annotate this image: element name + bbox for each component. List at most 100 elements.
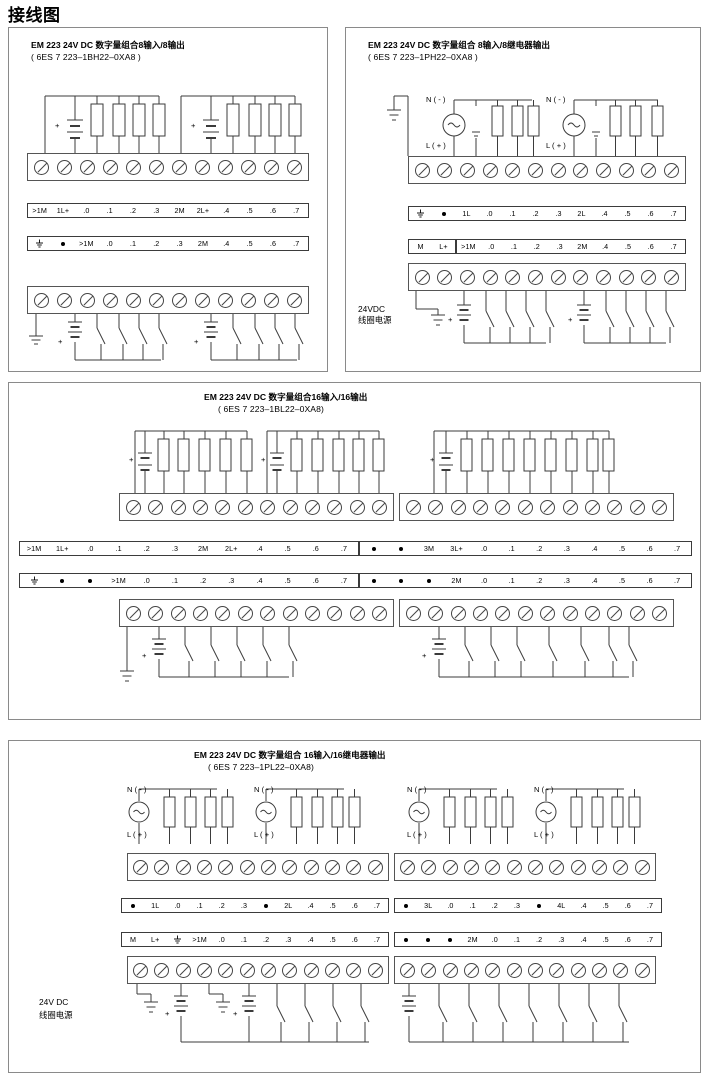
screw-terminal[interactable] bbox=[133, 859, 149, 875]
screw-terminal[interactable] bbox=[325, 962, 341, 978]
screw-terminal[interactable] bbox=[126, 159, 141, 175]
screw-terminal[interactable] bbox=[241, 292, 256, 308]
screw-terminal[interactable] bbox=[154, 859, 170, 875]
screw-terminal[interactable] bbox=[192, 605, 208, 621]
screw-terminal[interactable] bbox=[540, 605, 556, 621]
screw-terminal[interactable] bbox=[517, 499, 533, 515]
screw-terminal[interactable] bbox=[584, 605, 600, 621]
screw-terminal[interactable] bbox=[261, 859, 277, 875]
screw-terminal[interactable] bbox=[495, 499, 511, 515]
screw-terminal[interactable] bbox=[260, 605, 276, 621]
screw-terminal[interactable] bbox=[327, 499, 343, 515]
screw-terminal[interactable] bbox=[549, 962, 565, 978]
panel-3-output-terminal-block-left[interactable] bbox=[119, 493, 394, 521]
screw-terminal[interactable] bbox=[34, 159, 49, 175]
screw-terminal[interactable] bbox=[346, 859, 362, 875]
screw-terminal[interactable] bbox=[442, 859, 458, 875]
screw-terminal[interactable] bbox=[197, 962, 213, 978]
screw-terminal[interactable] bbox=[57, 159, 72, 175]
panel-4-input-terminal-block-left[interactable] bbox=[127, 956, 389, 984]
screw-terminal[interactable] bbox=[450, 499, 466, 515]
screw-terminal[interactable] bbox=[126, 292, 141, 308]
screw-terminal[interactable] bbox=[596, 162, 612, 178]
screw-terminal[interactable] bbox=[485, 859, 501, 875]
screw-terminal[interactable] bbox=[618, 269, 634, 285]
screw-terminal[interactable] bbox=[172, 159, 187, 175]
screw-terminal[interactable] bbox=[550, 269, 566, 285]
screw-terminal[interactable] bbox=[218, 159, 233, 175]
screw-terminal[interactable] bbox=[148, 499, 164, 515]
screw-terminal[interactable] bbox=[170, 605, 186, 621]
screw-terminal[interactable] bbox=[573, 162, 589, 178]
screw-terminal[interactable] bbox=[652, 499, 668, 515]
screw-terminal[interactable] bbox=[349, 605, 365, 621]
screw-terminal[interactable] bbox=[175, 962, 191, 978]
screw-terminal[interactable] bbox=[57, 292, 72, 308]
screw-terminal[interactable] bbox=[405, 499, 421, 515]
screw-terminal[interactable] bbox=[613, 962, 629, 978]
screw-terminal[interactable] bbox=[592, 859, 608, 875]
screw-terminal[interactable] bbox=[485, 962, 501, 978]
screw-terminal[interactable] bbox=[260, 499, 276, 515]
screw-terminal[interactable] bbox=[570, 962, 586, 978]
screw-terminal[interactable] bbox=[282, 962, 298, 978]
screw-terminal[interactable] bbox=[482, 162, 498, 178]
screw-terminal[interactable] bbox=[437, 162, 453, 178]
screw-terminal[interactable] bbox=[400, 962, 416, 978]
screw-terminal[interactable] bbox=[103, 292, 118, 308]
screw-terminal[interactable] bbox=[154, 962, 170, 978]
panel-4-output-terminal-block-right[interactable] bbox=[394, 853, 656, 881]
screw-terminal[interactable] bbox=[414, 162, 430, 178]
screw-terminal[interactable] bbox=[495, 605, 511, 621]
screw-terminal[interactable] bbox=[573, 269, 589, 285]
screw-terminal[interactable] bbox=[195, 159, 210, 175]
screw-terminal[interactable] bbox=[634, 962, 650, 978]
screw-terminal[interactable] bbox=[303, 859, 319, 875]
screw-terminal[interactable] bbox=[596, 269, 612, 285]
screw-terminal[interactable] bbox=[421, 859, 437, 875]
screw-terminal[interactable] bbox=[464, 859, 480, 875]
screw-terminal[interactable] bbox=[304, 605, 320, 621]
screw-terminal[interactable] bbox=[528, 269, 544, 285]
screw-terminal[interactable] bbox=[349, 499, 365, 515]
screw-terminal[interactable] bbox=[218, 859, 234, 875]
screw-terminal[interactable] bbox=[528, 859, 544, 875]
screw-terminal[interactable] bbox=[215, 499, 231, 515]
screw-terminal[interactable] bbox=[634, 859, 650, 875]
screw-terminal[interactable] bbox=[641, 269, 657, 285]
panel-4-input-terminal-block-right[interactable] bbox=[394, 956, 656, 984]
screw-terminal[interactable] bbox=[460, 162, 476, 178]
screw-terminal[interactable] bbox=[197, 859, 213, 875]
screw-terminal[interactable] bbox=[540, 499, 556, 515]
screw-terminal[interactable] bbox=[607, 499, 623, 515]
screw-terminal[interactable] bbox=[195, 292, 210, 308]
screw-terminal[interactable] bbox=[664, 269, 680, 285]
screw-terminal[interactable] bbox=[80, 292, 95, 308]
screw-terminal[interactable] bbox=[517, 605, 533, 621]
screw-terminal[interactable] bbox=[215, 605, 231, 621]
screw-terminal[interactable] bbox=[218, 962, 234, 978]
screw-terminal[interactable] bbox=[528, 162, 544, 178]
screw-terminal[interactable] bbox=[237, 499, 253, 515]
screw-terminal[interactable] bbox=[264, 292, 279, 308]
screw-terminal[interactable] bbox=[239, 962, 255, 978]
screw-terminal[interactable] bbox=[133, 962, 149, 978]
screw-terminal[interactable] bbox=[405, 605, 421, 621]
screw-terminal[interactable] bbox=[303, 962, 319, 978]
screw-terminal[interactable] bbox=[428, 499, 444, 515]
screw-terminal[interactable] bbox=[192, 499, 208, 515]
panel-3-output-terminal-block-right[interactable] bbox=[399, 493, 674, 521]
screw-terminal[interactable] bbox=[346, 962, 362, 978]
screw-terminal[interactable] bbox=[367, 962, 383, 978]
screw-terminal[interactable] bbox=[506, 962, 522, 978]
screw-terminal[interactable] bbox=[442, 962, 458, 978]
screw-terminal[interactable] bbox=[372, 605, 388, 621]
screw-terminal[interactable] bbox=[172, 292, 187, 308]
screw-terminal[interactable] bbox=[618, 162, 634, 178]
screw-terminal[interactable] bbox=[562, 499, 578, 515]
screw-terminal[interactable] bbox=[428, 605, 444, 621]
screw-terminal[interactable] bbox=[528, 962, 544, 978]
screw-terminal[interactable] bbox=[437, 269, 453, 285]
screw-terminal[interactable] bbox=[629, 605, 645, 621]
screw-terminal[interactable] bbox=[652, 605, 668, 621]
